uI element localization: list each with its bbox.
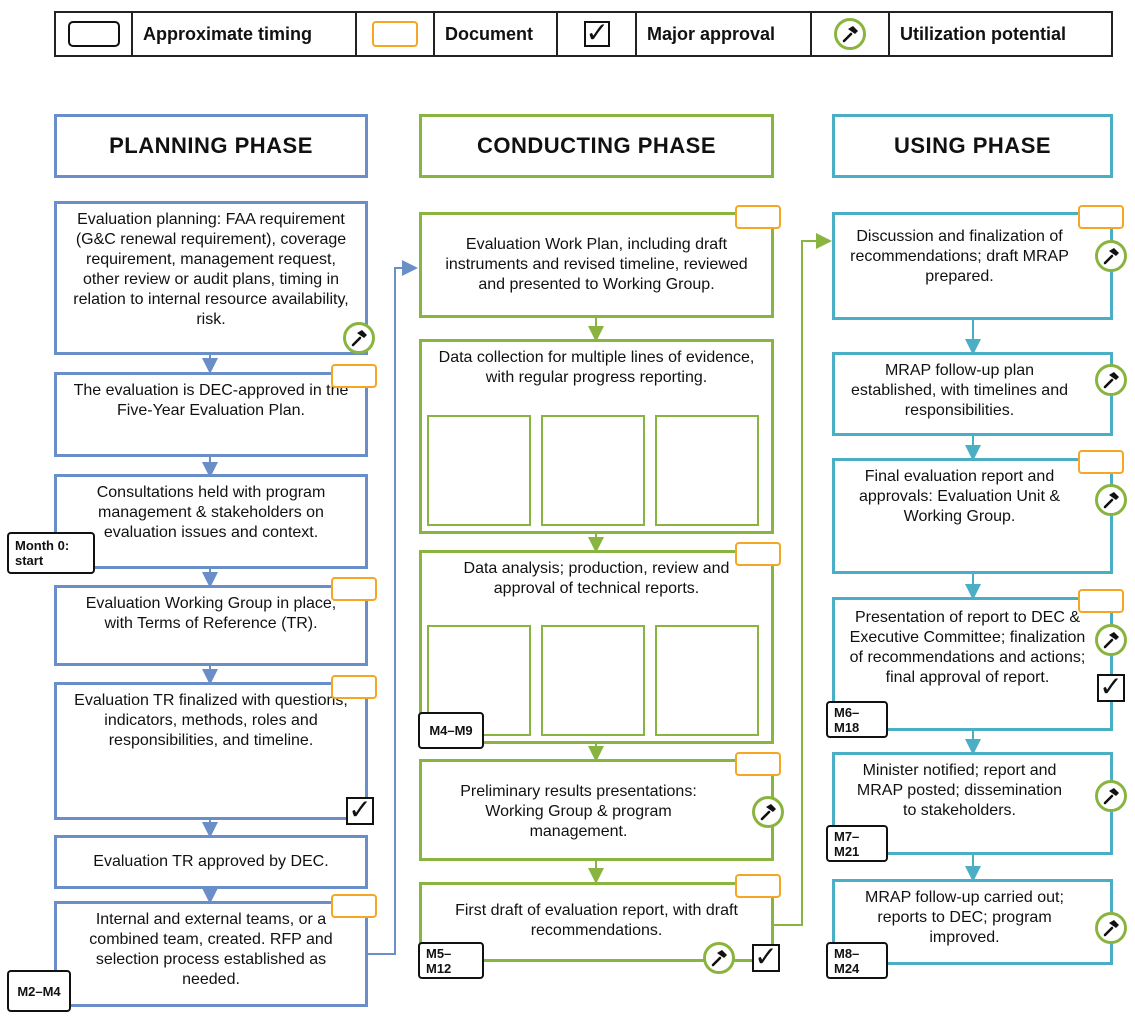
document-icon: [331, 364, 377, 388]
timing-m7-m21: M7–M21: [826, 825, 888, 862]
document-icon: [331, 894, 377, 918]
check-icon: ✓: [346, 796, 374, 825]
document-icon: [331, 675, 377, 699]
timing-m8-m24: M8–M24: [826, 942, 888, 979]
hammer-icon: [1095, 484, 1127, 516]
document-icon: [735, 205, 781, 229]
check-icon: ✓: [752, 943, 780, 972]
hammer-icon: [1095, 364, 1127, 396]
legend-utilization-label: Utilization potential: [900, 23, 1066, 44]
document-icon: [735, 542, 781, 566]
planning-step-6: Evaluation TR approved by DEC.: [54, 835, 368, 889]
hammer-icon: [703, 942, 735, 974]
legend: Approximate timing Document ✓ Major appr…: [54, 11, 1113, 57]
evidence-line-box: [541, 415, 645, 526]
legend-document-label: Document: [435, 13, 558, 55]
conducting-step-1: Evaluation Work Plan, including draft in…: [419, 212, 774, 318]
planning-phase-header: PLANNING PHASE: [54, 114, 368, 178]
using-step-3: Final evaluation report and approvals: E…: [832, 458, 1113, 574]
legend-check-icon: ✓: [558, 13, 637, 55]
using-phase-header: USING PHASE: [832, 114, 1113, 178]
evidence-line-box: [655, 415, 759, 526]
document-icon: [331, 577, 377, 601]
legend-timing-label: Approximate timing: [133, 13, 357, 55]
hammer-icon: [1095, 624, 1127, 656]
planning-step-5: Evaluation TR finalized with questions, …: [54, 682, 368, 820]
legend-approval-label: Major approval: [637, 13, 812, 55]
conducting-step-4: Preliminary results presentations: Worki…: [419, 759, 774, 861]
hammer-icon: [1095, 780, 1127, 812]
hammer-icon: [343, 322, 375, 354]
document-icon: [1078, 450, 1124, 474]
report-box: [541, 625, 645, 736]
document-icon: [735, 874, 781, 898]
planning-step-4: Evaluation Working Group in place, with …: [54, 585, 368, 666]
planning-step-2: The evaluation is DEC-approved in the Fi…: [54, 372, 368, 457]
report-box: [655, 625, 759, 736]
legend-document-icon: [357, 13, 435, 55]
timing-m4-m9: M4–M9: [418, 712, 484, 749]
timing-m5-m12: M5–M12: [418, 942, 484, 979]
conducting-phase-header: CONDUCTING PHASE: [419, 114, 774, 178]
hammer-icon: [752, 796, 784, 828]
planning-step-7: Internal and external teams, or a combin…: [54, 901, 368, 1007]
using-step-2: MRAP follow-up plan established, with ti…: [832, 352, 1113, 436]
document-icon: [1078, 205, 1124, 229]
legend-timing-symbol: [56, 13, 133, 55]
timing-m6-m18: M6–M18: [826, 701, 888, 738]
document-icon: [1078, 589, 1124, 613]
legend-hammer-icon: [812, 13, 890, 55]
hammer-icon: [1095, 240, 1127, 272]
hammer-icon: [1095, 912, 1127, 944]
planning-step-1: Evaluation planning: FAA requirement (G&…: [54, 201, 368, 355]
evidence-line-box: [427, 415, 531, 526]
document-icon: [735, 752, 781, 776]
timing-month0: Month 0: start: [7, 532, 95, 574]
timing-m2-m4: M2–M4: [7, 970, 71, 1012]
planning-step-3: Consultations held with program manageme…: [54, 474, 368, 569]
using-step-1: Discussion and finalization of recommend…: [832, 212, 1113, 320]
check-icon: ✓: [1097, 673, 1125, 702]
